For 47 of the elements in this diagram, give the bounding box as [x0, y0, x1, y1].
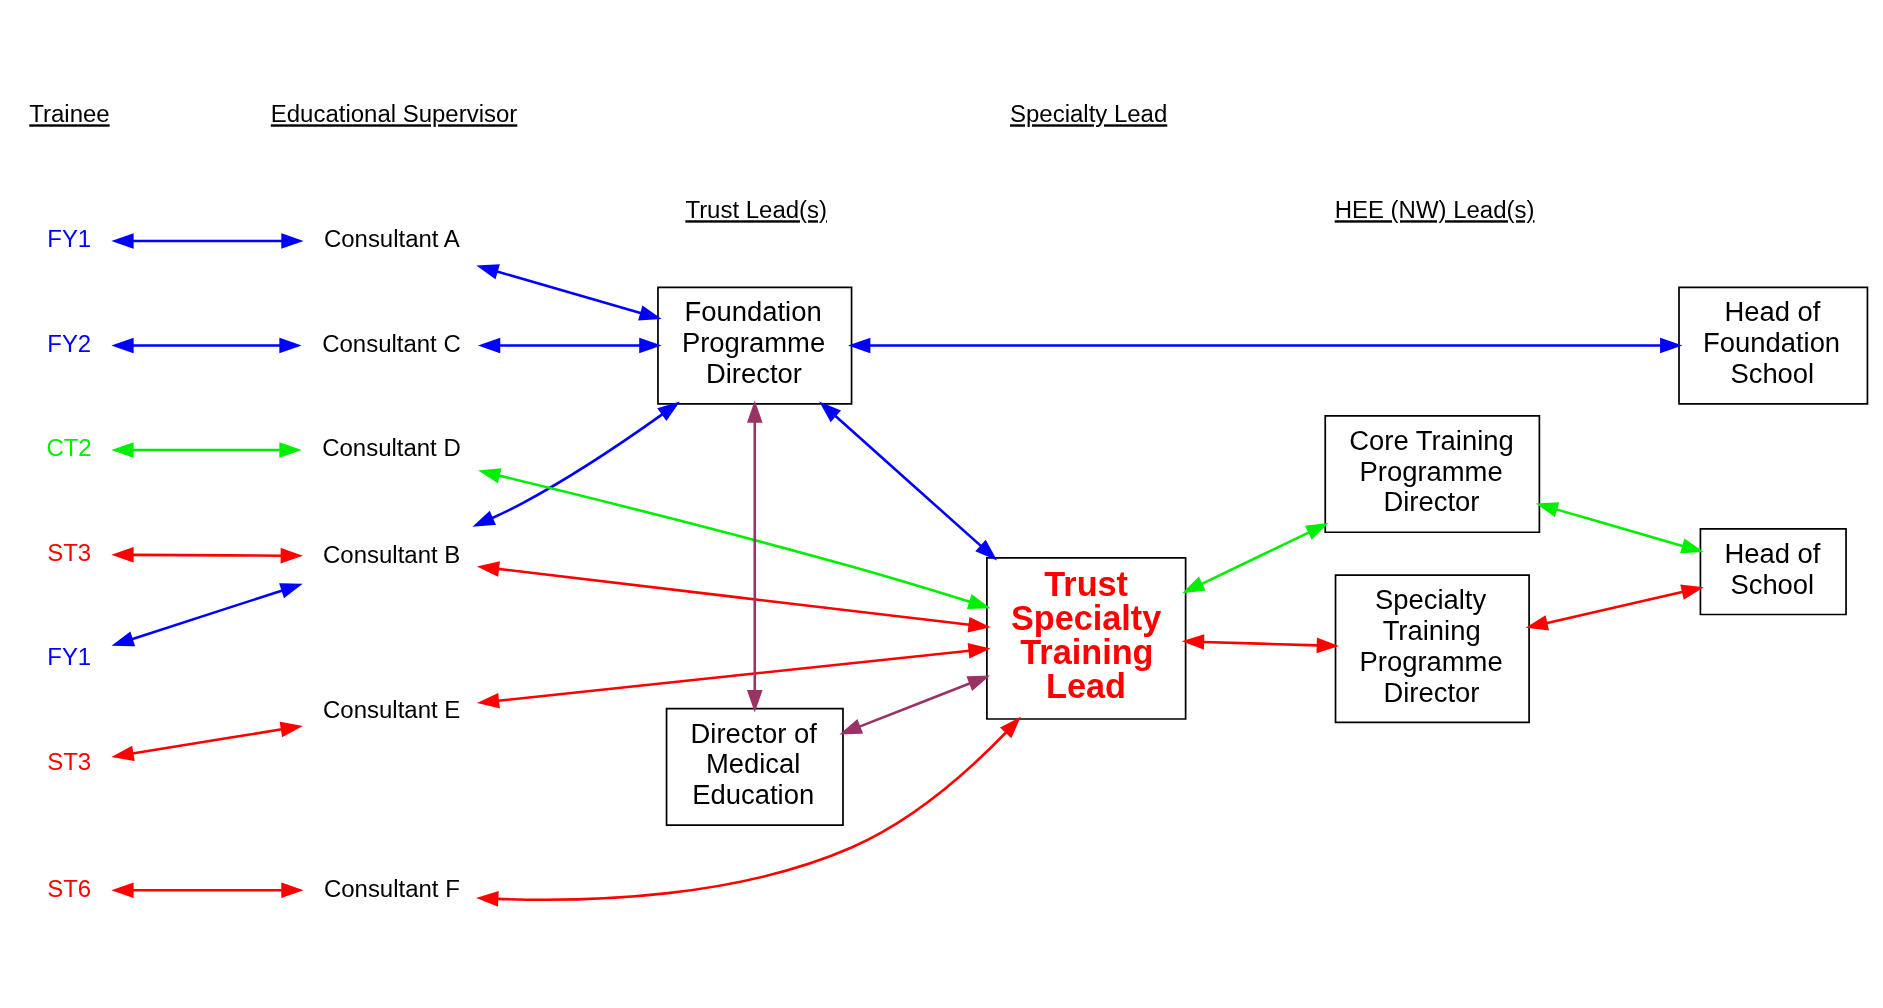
arrow [746, 400, 763, 713]
node-text: Consultant A [323, 225, 460, 253]
node-text: FY2 [47, 329, 92, 357]
label: Educational Supervisor [270, 100, 518, 128]
node-text: Consultant B [323, 540, 461, 568]
node-box: Head of Foundation School [1678, 286, 1869, 405]
label: HEE (NW) Lead(s) [1334, 196, 1535, 224]
label: Trainee [29, 100, 110, 128]
arrow [848, 337, 1683, 354]
arrow [476, 561, 991, 633]
arrow [111, 337, 302, 354]
arrow [472, 401, 680, 527]
arrow [1181, 634, 1339, 654]
arrow [1535, 502, 1704, 554]
node-box: Head of School [1699, 528, 1847, 616]
node-box: Foundation Programme Director [657, 286, 853, 405]
arrow [111, 442, 302, 458]
node-text: Consultant F [323, 874, 460, 902]
arrow [476, 716, 1021, 907]
node-text: Consultant D [322, 434, 461, 462]
node-text: FY1 [47, 225, 92, 253]
arrow [111, 547, 303, 564]
arrow [111, 583, 303, 647]
arrow [111, 882, 304, 899]
node-box: Specialty Training Programme Director [1334, 574, 1530, 724]
arrow [111, 233, 304, 249]
node-text: Consultant E [323, 696, 461, 724]
node-text: ST3 [47, 747, 92, 775]
node-text: Consultant C [322, 329, 461, 357]
arrow [111, 721, 303, 762]
arrow [476, 643, 991, 709]
node-box: Director of Medical Education [665, 707, 844, 827]
arrow [1182, 523, 1329, 594]
node-text: FY1 [47, 643, 92, 671]
arrow [1525, 584, 1704, 631]
arrow [819, 401, 998, 561]
node-text: CT2 [46, 434, 92, 462]
arrow [477, 337, 662, 354]
arrow [476, 264, 662, 321]
arrow [478, 468, 991, 610]
label: Trust Lead(s) [685, 196, 828, 224]
arrow [839, 675, 991, 735]
node-box: Trust Specialty Training Lead [986, 557, 1187, 720]
label: Specialty Lead [1010, 100, 1168, 128]
node-box: Core Training Programme Director [1324, 414, 1541, 534]
node-text: ST3 [47, 538, 92, 566]
node-text: ST6 [47, 874, 92, 902]
